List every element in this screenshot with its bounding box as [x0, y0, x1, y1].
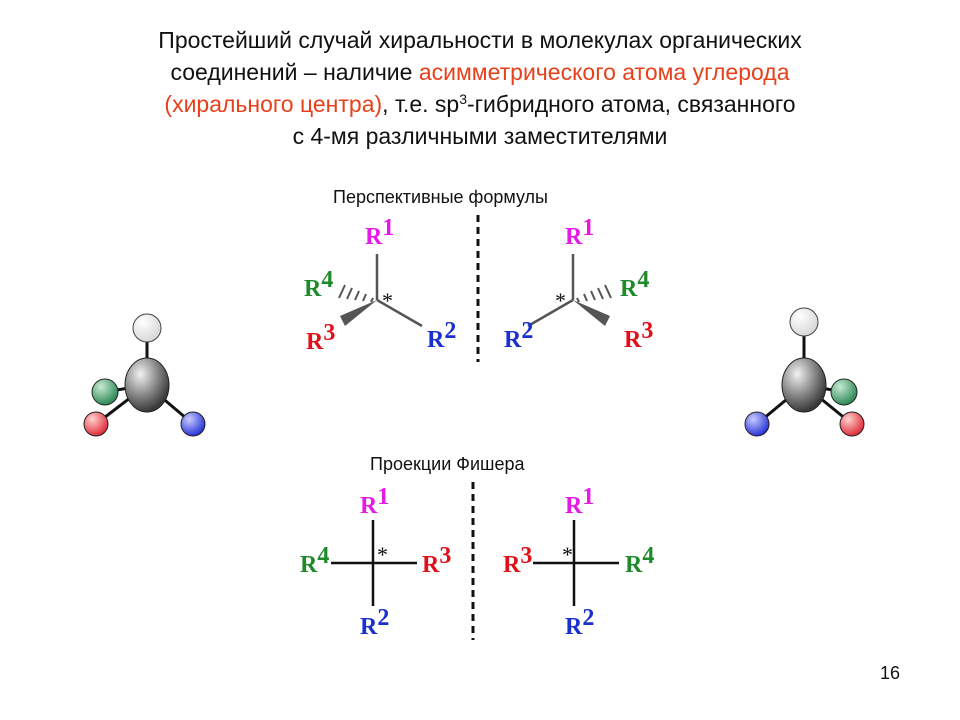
label-r1: R1	[565, 484, 594, 519]
atom-red	[83, 411, 109, 437]
title-highlight: (хирального центра)	[164, 91, 383, 117]
label-r4: R4	[304, 267, 333, 302]
chiral-star: *	[382, 288, 393, 313]
chiral-star: *	[555, 288, 566, 313]
page-number: 16	[879, 663, 900, 683]
label-r1: R1	[365, 215, 394, 250]
perspective-formula-left: * R1 R4 R3 R2	[304, 215, 456, 355]
label-r4: R4	[625, 543, 654, 578]
perspective-formula-right: * R1 R4 R3 R2	[504, 215, 653, 353]
atom-white	[132, 313, 162, 343]
atom-carbon-center	[124, 357, 170, 413]
label-r3: R3	[306, 320, 335, 355]
title-line-4: с 4-мя различными заместителями	[292, 123, 668, 149]
label-r2: R2	[427, 318, 456, 353]
label-r4: R4	[620, 267, 649, 302]
label-r4: R4	[300, 543, 329, 578]
atom-red	[839, 411, 865, 437]
title-line-3: (хирального центра), т.е. sp3-гибридного…	[60, 88, 900, 120]
label-r3: R3	[422, 543, 451, 578]
label-r2: R2	[565, 605, 594, 640]
label-r1: R1	[565, 215, 594, 250]
atom-green	[91, 378, 119, 406]
atom-green	[830, 378, 858, 406]
atom-white	[789, 307, 819, 337]
label-r2: R2	[360, 605, 389, 640]
ball-stick-model-left	[83, 313, 206, 437]
perspective-caption: Перспективные формулы	[333, 187, 548, 207]
title-highlight: асимметрического атома углерода	[418, 59, 790, 85]
atom-blue	[180, 411, 206, 437]
fischer-projection-right: * R1 R3 R4 R2	[503, 484, 654, 640]
label-r1: R1	[360, 484, 389, 519]
atom-blue	[744, 411, 770, 437]
chiral-star: *	[377, 542, 388, 567]
title-line-2: соединений – наличие асимметрического ат…	[60, 56, 900, 88]
title-text: , т.е. sp	[382, 91, 460, 117]
label-r2: R2	[504, 318, 533, 353]
chiral-star: *	[562, 542, 573, 567]
title-line-1: Простейший случай хиральности в молекула…	[158, 27, 802, 53]
atom-carbon-center	[781, 357, 827, 413]
fischer-caption: Проекции Фишера	[370, 454, 525, 474]
fischer-projection-left: * R1 R4 R3 R2	[300, 484, 451, 640]
title-text: наличие	[323, 59, 419, 85]
label-r3: R3	[503, 543, 532, 578]
title-superscript: 3	[459, 91, 467, 107]
ball-stick-model-right	[744, 307, 865, 437]
title-text: -гибридного атома, связанного	[467, 91, 796, 117]
label-r3: R3	[624, 318, 653, 353]
title-text: соединений –	[170, 59, 324, 85]
slide-title: Простейший случай хиральности в молекула…	[60, 24, 900, 152]
